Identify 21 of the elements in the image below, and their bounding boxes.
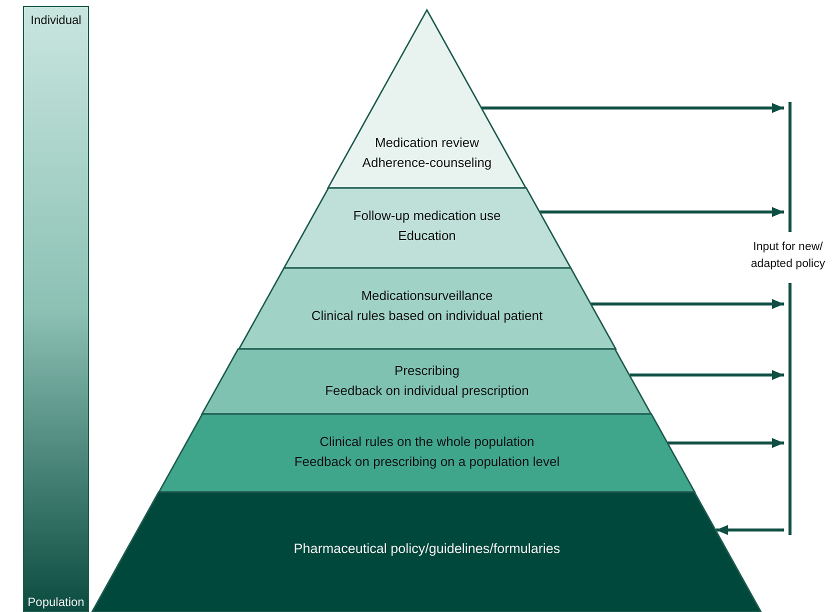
arrow (668, 438, 784, 448)
tier-description: Feedback on prescribing on a population level (294, 453, 560, 471)
tier-title: Medication review (374, 134, 480, 152)
scale-label: Population (26, 595, 86, 609)
arrow (716, 525, 784, 535)
tier-title: Pharmaceutical policy/guidelines/formularies (294, 540, 560, 558)
arrow (630, 370, 784, 380)
tier-title: Follow-up medication use (353, 207, 501, 225)
tier-description: Education (398, 227, 456, 245)
tier-description: Adherence-counseling (362, 154, 492, 172)
tier-title: Prescribing (394, 362, 460, 380)
tier-description: Clinical rules based on individual patient (311, 307, 543, 325)
scale-label: Individual (30, 13, 82, 27)
arrow (590, 299, 784, 309)
tier-title: Clinical rules on the whole population (320, 433, 534, 451)
tier-description: Feedback on individual prescription (325, 382, 529, 400)
policy-input-label: Input for new/ adapted policy (750, 240, 826, 272)
arrow (539, 207, 784, 217)
tier-title: Medicationsurveillance (361, 287, 493, 305)
arrow (481, 103, 784, 113)
gradient-scale-bar (23, 6, 89, 612)
